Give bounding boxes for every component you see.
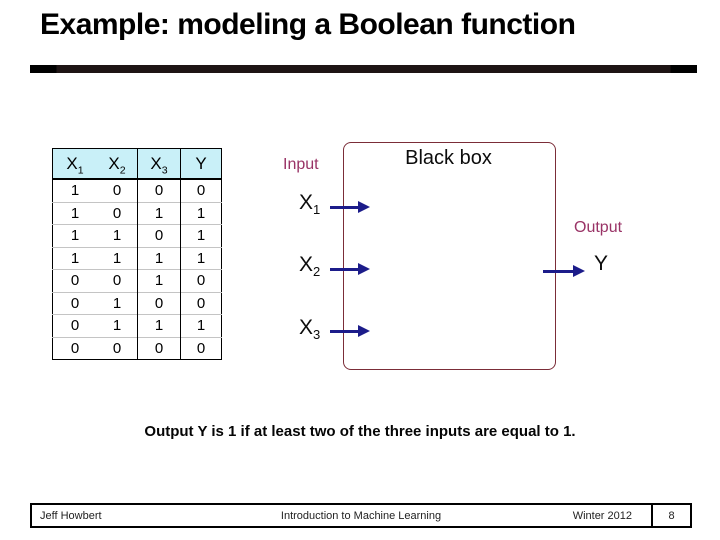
truth-table-header-row: X1 X2 X3 Y xyxy=(52,148,222,180)
input-arrow-x2-icon xyxy=(330,263,370,275)
footer-author: Jeff Howbert xyxy=(40,509,102,522)
input-arrow-x3-icon xyxy=(330,325,370,337)
column-header-x3: X3 xyxy=(137,148,181,180)
black-box xyxy=(343,142,556,370)
output-signal-y: Y xyxy=(594,252,609,275)
column-header-x1: X1 xyxy=(52,148,97,180)
footer-course: Introduction to Machine Learning xyxy=(280,509,442,522)
black-box-label: Black box xyxy=(405,147,492,169)
column-header-x2: X2 xyxy=(97,148,138,180)
output-arrow-y-icon xyxy=(543,265,585,277)
footer-term: Winter 2012 xyxy=(572,509,632,522)
input-arrow-x1-icon xyxy=(330,201,370,213)
output-label: Output xyxy=(574,219,623,236)
input-signal-x3: X3 xyxy=(299,316,321,343)
footer-page-number: 8 xyxy=(651,505,690,526)
slide-title: Example: modeling a Boolean function xyxy=(40,8,576,41)
title-rule xyxy=(30,65,697,73)
input-signal-x2: X2 xyxy=(299,253,321,280)
slide-caption: Output Y is 1 if at least two of the thr… xyxy=(144,423,576,440)
footer: Jeff Howbert Introduction to Machine Lea… xyxy=(30,503,692,528)
input-signal-x1: X1 xyxy=(299,191,321,218)
input-label: Input xyxy=(283,156,319,173)
column-header-y: Y xyxy=(180,148,222,180)
